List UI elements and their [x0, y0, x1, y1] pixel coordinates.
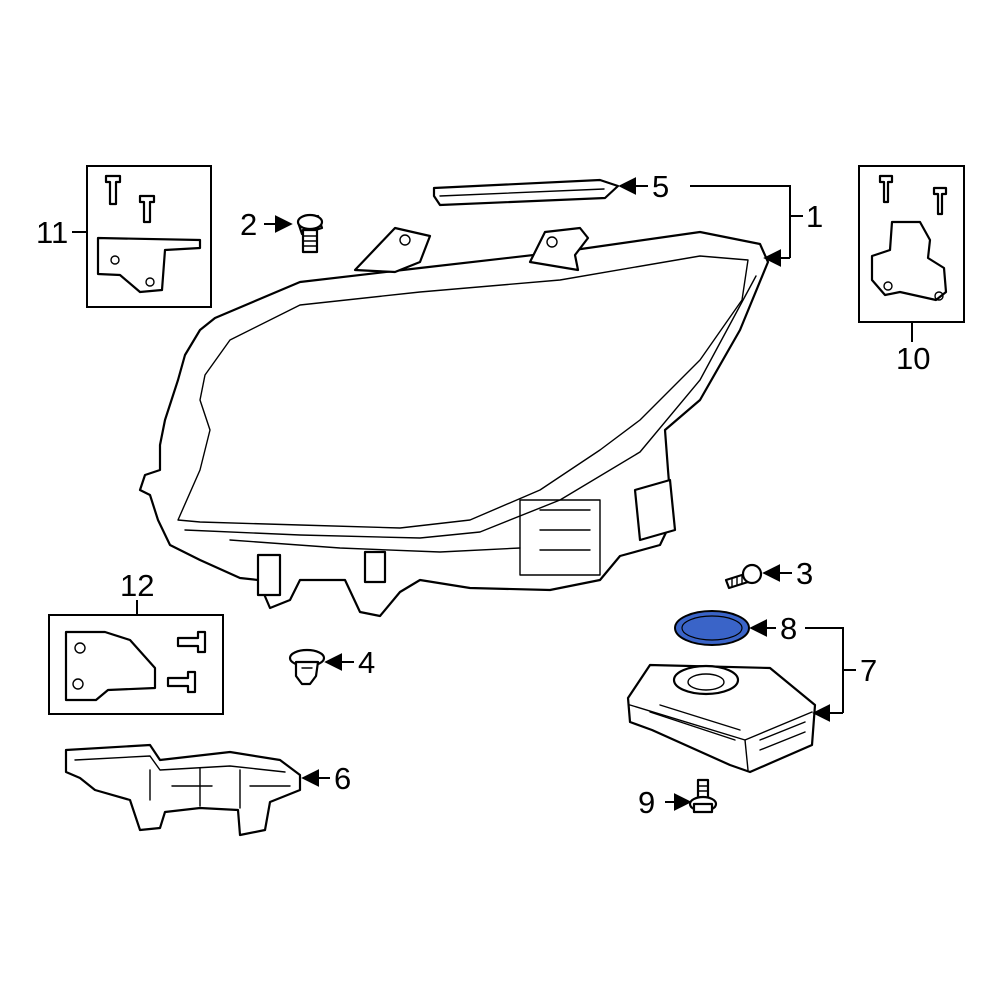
screw-part-9	[688, 778, 718, 814]
callout-5: 5	[652, 169, 669, 204]
bolt-part-2	[296, 213, 324, 254]
clip-part-4	[288, 648, 326, 686]
screw-part-3	[724, 563, 763, 590]
callout-8: 8	[780, 611, 797, 646]
callout-12: 12	[120, 568, 154, 603]
bracket-kit-box-part-11	[86, 165, 212, 308]
bracket-kit-box-part-12	[48, 614, 224, 715]
trim-strip	[432, 178, 620, 207]
callout-10: 10	[896, 341, 930, 376]
headlamp-assembly	[138, 226, 770, 618]
seal-ring-part-8	[674, 610, 750, 646]
callout-11: 11	[36, 215, 68, 250]
callout-7: 7	[860, 653, 877, 688]
leader-lines	[72, 177, 913, 811]
bracket-kit-box-part-10	[858, 165, 965, 323]
callout-9: 9	[638, 785, 655, 820]
callout-3: 3	[796, 556, 813, 591]
control-module-part-7	[626, 663, 817, 774]
callout-2: 2	[240, 207, 257, 242]
callout-1: 1	[806, 199, 823, 234]
callout-4: 4	[358, 645, 375, 680]
callout-labels: 1 2 3 4 5 6 7 8 9 10 11 12	[36, 169, 930, 820]
lower-bracket-part-6	[64, 743, 302, 837]
callout-6: 6	[334, 761, 351, 796]
